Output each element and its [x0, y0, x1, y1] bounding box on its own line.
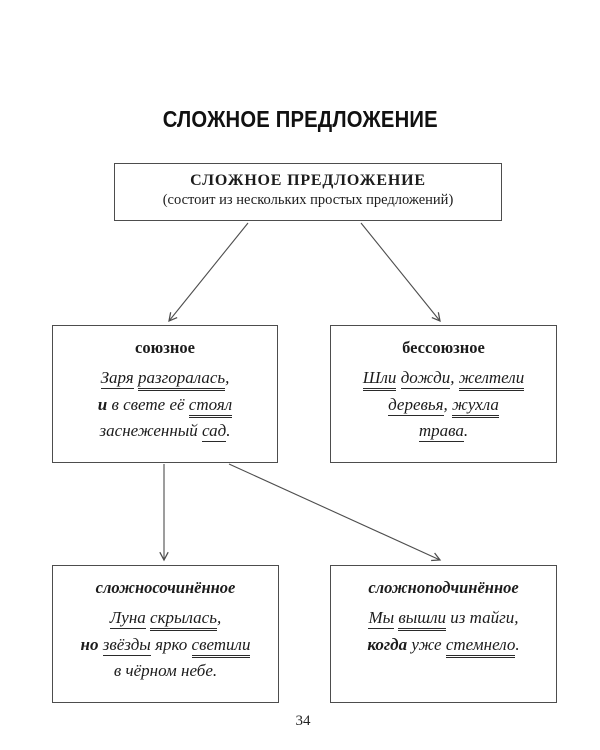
text-segment-predicate: светили [191, 634, 251, 658]
text-segment-predicate: скрылась [150, 608, 217, 631]
page-number: 34 [295, 713, 311, 729]
text-segment-subject: деревья [388, 394, 444, 416]
text-segment-plain: заснеженный [99, 421, 203, 440]
box-title: бессоюзное [402, 338, 485, 357]
text-segment-plain: , [216, 608, 222, 627]
arrow-root-to-bessoyuznoe [360, 222, 441, 323]
text-segment-predicate: жухла [452, 394, 499, 418]
text-segment-plain: ярко [150, 634, 192, 654]
text-segment-conj: когда [367, 634, 408, 654]
text-segment-conj: и [97, 394, 108, 414]
text-segment-subject: Луна [109, 608, 146, 629]
text-segment-plain: в чёрном небе. [113, 661, 218, 680]
text-segment-subject: дожди [400, 368, 451, 389]
sentence-line: но звёзды ярко светили [53, 632, 278, 659]
sentence-line: деревья, жухла [331, 392, 556, 419]
page-title-text: СЛОЖНОЕ ПРЕДЛОЖЕНИЕ [162, 106, 438, 132]
sentence-line: и в свете её стоял [53, 392, 277, 419]
arrow-root-to-soyuznoe [168, 222, 249, 323]
sentence-line: заснеженный сад. [53, 418, 277, 445]
text-segment-plain: в свете её [107, 394, 189, 414]
text-segment-plain: , [443, 394, 453, 414]
text-segment-plain: , [450, 368, 459, 387]
text-segment-plain: . [463, 421, 469, 440]
box-title: сложносочинённое [95, 578, 236, 597]
root-box-complex-sentence: СЛОЖНОЕ ПРЕДЛОЖЕНИЕ (состоит из нескольк… [114, 163, 502, 221]
text-segment-plain: из тайги, [446, 608, 519, 627]
text-segment-predicate: вышли [398, 608, 447, 631]
text-segment-predicate: Шли [362, 368, 397, 391]
text-segment-plain: . [515, 634, 520, 654]
text-segment-plain: , [225, 368, 230, 387]
sentence-line: Мы вышли из тайги, [331, 605, 556, 632]
text-segment-subject: Мы [368, 608, 395, 629]
sentence-line: когда уже стемнело. [331, 632, 556, 659]
text-segment-plain: . [226, 421, 231, 440]
text-segment-conj: но [80, 634, 99, 654]
sentence-line: Шли дожди, желтели [331, 365, 556, 392]
text-segment-predicate: стемнело [445, 634, 516, 658]
sentence-line: Луна скрылась, [53, 605, 278, 632]
root-box-subtitle: (состоит из нескольких простых предложен… [162, 192, 454, 208]
sentence-line: в чёрном небе. [53, 658, 278, 685]
example-sentence: Мы вышли из тайги,когда уже стемнело. [331, 605, 556, 658]
text-segment-subject: трава [418, 421, 464, 442]
text-segment-subject: Заря [100, 368, 134, 389]
root-box-title: СЛОЖНОЕ ПРЕДЛОЖЕНИЕ [190, 172, 426, 189]
text-segment-subject: звёзды [102, 634, 151, 656]
box-slozhnopodchinennoe: сложноподчинённое Мы вышли из тайги,когд… [330, 565, 557, 703]
sentence-line: трава. [331, 418, 556, 445]
text-segment-predicate: разгоралась [137, 368, 226, 391]
text-segment-plain: уже [407, 634, 446, 654]
sentence-line: Заря разгоралась, [53, 365, 277, 392]
page-title: СЛОЖНОЕ ПРЕДЛОЖЕНИЕ [0, 106, 600, 133]
arrow-soyuznoe-to-slozhnopodchinennoe [228, 463, 442, 562]
text-segment-subject: сад [202, 421, 227, 442]
text-segment-predicate: желтели [458, 368, 525, 391]
box-slozhnosochinennoe: сложносочинённое Луна скрылась,но звёзды… [52, 565, 279, 703]
box-title: союзное [135, 338, 195, 357]
text-segment-predicate: стоял [188, 394, 233, 418]
box-soyuznoe: союзное Заря разгоралась,и в свете её ст… [52, 325, 278, 463]
box-title: сложноподчинённое [368, 578, 519, 597]
